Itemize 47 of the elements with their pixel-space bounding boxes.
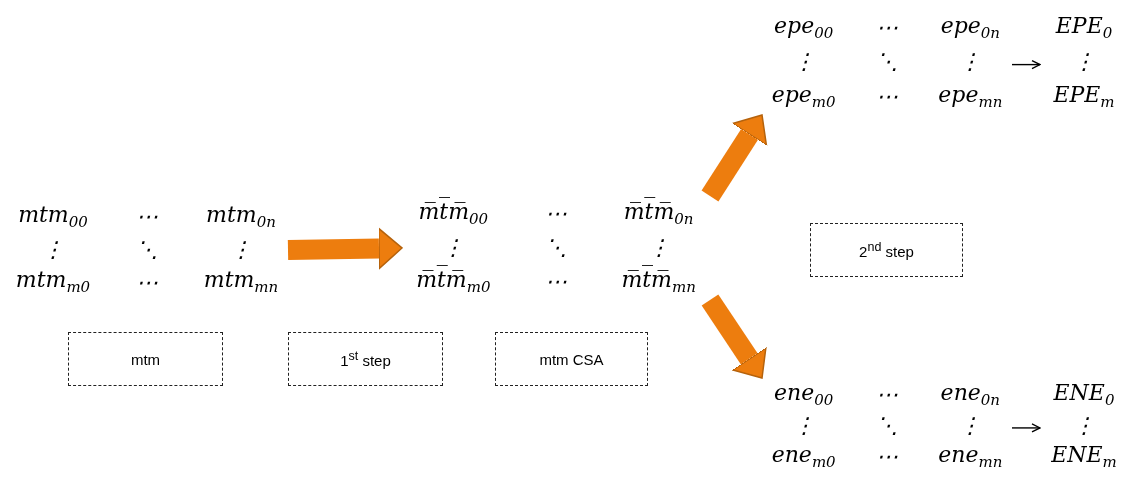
matrix-entry: ⋯ xyxy=(876,446,898,469)
matrix-entry: epe$_{0n}$ xyxy=(940,15,1000,42)
matrix-entry: ene$_{0n}$ xyxy=(940,381,1001,408)
dashed-box: 2$^{nd}$ step xyxy=(810,223,963,277)
matrix-entry: ENE$_{m}$ xyxy=(1051,444,1117,471)
matrix-entry: EPE$_{m}$ xyxy=(1053,83,1115,110)
matrix-entry: ⋱ xyxy=(545,237,567,259)
implies-arrow xyxy=(1011,423,1041,433)
matrix-entry: epe$_{mn}$ xyxy=(938,83,1003,110)
matrix-entry: ⋮ xyxy=(792,415,815,437)
matrix-entry: ⋮ xyxy=(42,239,64,261)
matrix-entry: ⋯ xyxy=(545,270,567,293)
matrix-entry: mtm$_{mn}$ xyxy=(203,269,279,296)
matrix-entry: ⋮ xyxy=(959,51,982,74)
matrix-entry: ene$_{mn}$ xyxy=(938,444,1003,471)
matrix-entry: ⋮ xyxy=(1073,51,1095,74)
matrix-entry: ⋯ xyxy=(876,383,898,406)
matrix-entry: mtm$_{m0}$ xyxy=(15,269,91,296)
matrix-entry: ene$_{00}$ xyxy=(774,381,834,408)
dashed-box: mtm CSA xyxy=(495,332,648,386)
block-arrow xyxy=(701,114,768,202)
matrix-entry: ⋮ xyxy=(959,415,982,437)
dashed-box: mtm xyxy=(68,332,223,386)
matrix-entry: epe$_{m0}$ xyxy=(771,83,836,110)
matrix-entry: ⋱ xyxy=(876,51,898,74)
matrix-entry: ⋮ xyxy=(1073,415,1095,437)
matrix-entry: ⋮ xyxy=(792,51,815,74)
matrix-entry: ⋯ xyxy=(136,271,158,294)
matrix-entry: ⋮ xyxy=(647,237,670,259)
matrix-entry: ⋱ xyxy=(136,239,158,261)
matrix-entry: ⋱ xyxy=(876,415,898,437)
matrix-entry: EPE$_{0}$ xyxy=(1055,15,1113,42)
matrix-entry: ene$_{m0}$ xyxy=(771,444,836,471)
matrix-entry: mtm$_{00}$ xyxy=(18,204,88,231)
matrix-entry: ⋯ xyxy=(876,17,898,40)
matrix-entry: ENE$_{0}$ xyxy=(1053,381,1115,408)
matrix-entry: mtm$_{0n}$ xyxy=(206,204,276,231)
implies-arrow xyxy=(1011,59,1041,70)
block-arrow xyxy=(287,227,403,270)
block-arrow xyxy=(701,294,767,379)
matrix-entry: epe$_{00}$ xyxy=(774,15,834,42)
matrix-entry: ⋯ xyxy=(876,85,898,108)
matrix-entry: ⋯ xyxy=(545,203,567,226)
dashed-box: 1$^{st}$ step xyxy=(288,332,443,386)
matrix-entry: ⋯ xyxy=(136,206,158,229)
matrix-entry: ⋮ xyxy=(230,239,252,261)
matrix-entry: ⋮ xyxy=(442,237,465,259)
